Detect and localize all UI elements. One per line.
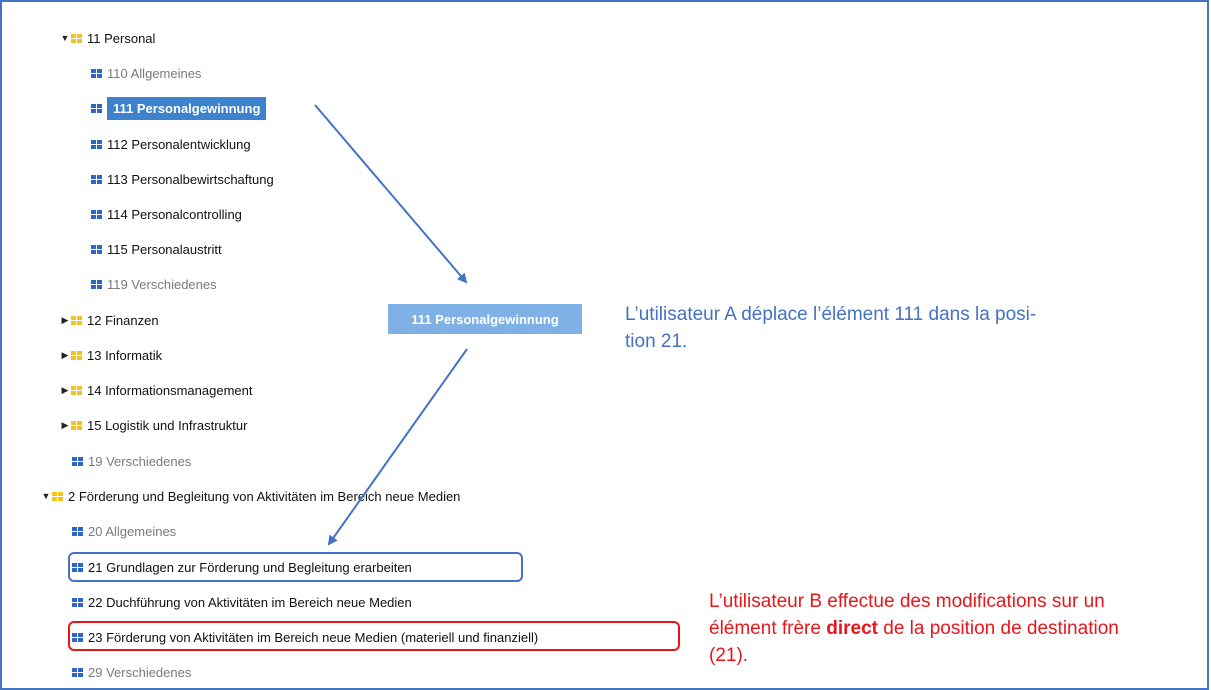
tree-node-11-personal[interactable]: ▼ 11 Personal xyxy=(60,27,156,49)
item-icon xyxy=(72,632,83,642)
tree-node-14-informationsmanagement[interactable]: ▶ 14 Informationsmanagement xyxy=(60,379,253,401)
tree-node-label: 2 Förderung und Begleitung von Aktivität… xyxy=(68,488,461,504)
item-icon xyxy=(91,209,102,219)
collapsed-caret-icon[interactable]: ▶ xyxy=(61,384,69,395)
tree-node-111-selected[interactable]: 111 Personalgewinnung xyxy=(91,96,267,120)
tree-node-110[interactable]: 110 Allgemeines xyxy=(91,62,201,84)
annotation-user-b-line1: L’utilisateur B effectue des modificatio… xyxy=(709,591,1105,612)
tree-node-label: 111 Personalgewinnung xyxy=(107,96,267,120)
annotation-user-b-bold: direct xyxy=(826,618,878,639)
tree-node-115[interactable]: 115 Personalaustritt xyxy=(91,238,222,260)
item-icon xyxy=(72,597,83,607)
tree-node-label: 11 Personal xyxy=(87,30,156,46)
tree-node-label: 20 Allgemeines xyxy=(88,523,177,539)
annotation-user-b-line2-pre: élément frère xyxy=(709,618,827,639)
tree-node-label: 21 Grundlagen zur Förderung und Begleitu… xyxy=(88,559,412,575)
tree-node-label: 14 Informationsmanagement xyxy=(87,382,253,398)
tree-node-label: 114 Personalcontrolling xyxy=(107,206,242,222)
tree-node-label: 112 Personalentwicklung xyxy=(107,136,251,152)
tree-node-label: 12 Finanzen xyxy=(87,312,159,328)
item-icon xyxy=(91,244,102,254)
tree-node-label: 119 Verschiedenes xyxy=(107,276,217,292)
tree-node-12-finanzen[interactable]: ▶ 12 Finanzen xyxy=(60,309,159,331)
annotation-user-b-line3: (21). xyxy=(709,645,749,666)
item-icon xyxy=(72,456,83,466)
tree-node-label: 113 Personalbewirtschaftung xyxy=(107,171,274,187)
folder-icon xyxy=(71,385,82,395)
tree-node-label: 22 Duchführung von Aktivitäten im Bereic… xyxy=(88,594,412,610)
expanded-caret-icon[interactable]: ▼ xyxy=(41,491,51,501)
annotation-user-a: L’utilisateur A déplace l’élément 111 da… xyxy=(625,301,1036,355)
annotation-user-a-line1: L’utilisateur A déplace l’élément 111 da… xyxy=(625,304,1037,325)
tree-node-label: 115 Personalaustritt xyxy=(107,241,222,257)
item-icon xyxy=(91,279,102,289)
tree-node-20[interactable]: 20 Allgemeines xyxy=(72,520,176,542)
expanded-caret-icon[interactable]: ▼ xyxy=(60,33,70,43)
tree-node-label: 29 Verschiedenes xyxy=(88,664,192,680)
tree-node-29[interactable]: 29 Verschiedenes xyxy=(72,661,191,683)
annotation-user-a-line2: tion 21. xyxy=(625,331,688,352)
collapsed-caret-icon[interactable]: ▶ xyxy=(61,314,69,325)
tree-node-label: 13 Informatik xyxy=(87,347,163,363)
item-icon xyxy=(91,68,102,78)
tree-node-label: 23 Förderung von Aktivitäten im Bereich … xyxy=(88,629,539,645)
tree-node-23[interactable]: 23 Förderung von Aktivitäten im Bereich … xyxy=(72,626,538,648)
item-icon xyxy=(91,174,102,184)
tree-node-label: 110 Allgemeines xyxy=(107,65,202,81)
tree-node-112[interactable]: 112 Personalentwicklung xyxy=(91,133,251,155)
tree-node-15-logistik[interactable]: ▶ 15 Logistik und Infrastruktur xyxy=(60,414,248,436)
tree-node-21[interactable]: 21 Grundlagen zur Förderung und Begleitu… xyxy=(72,556,412,578)
item-icon xyxy=(91,103,102,113)
annotation-user-b: L’utilisateur B effectue des modificatio… xyxy=(709,588,1119,669)
sibling-highlight-box xyxy=(68,621,680,651)
item-icon xyxy=(91,139,102,149)
folder-icon xyxy=(71,350,82,360)
annotation-user-b-line2-post: de la position de destination xyxy=(877,618,1119,639)
tree-node-113[interactable]: 113 Personalbewirtschaftung xyxy=(91,168,274,190)
tree-node-114[interactable]: 114 Personalcontrolling xyxy=(91,203,242,225)
tree-node-label: 19 Verschiedenes xyxy=(88,453,192,469)
collapsed-caret-icon[interactable]: ▶ xyxy=(61,349,69,360)
drag-ghost[interactable]: 111 Personalgewinnung xyxy=(388,304,582,334)
item-icon xyxy=(72,526,83,536)
tree-node-13-informatik[interactable]: ▶ 13 Informatik xyxy=(60,344,163,366)
item-icon xyxy=(72,667,83,677)
item-icon xyxy=(72,562,83,572)
folder-icon xyxy=(71,315,82,325)
folder-icon xyxy=(71,33,82,43)
destination-highlight-box xyxy=(68,552,523,582)
move-arrow-to-ghost xyxy=(314,104,468,284)
tree-node-119[interactable]: 119 Verschiedenes xyxy=(91,273,217,295)
tree-node-19[interactable]: 19 Verschiedenes xyxy=(72,450,191,472)
annotation-user-b-line2: élément frère direct de la position de d… xyxy=(709,615,1119,642)
tree-node-22[interactable]: 22 Duchführung von Aktivitäten im Bereic… xyxy=(72,591,412,613)
move-arrow-to-destination xyxy=(327,348,468,546)
tree-node-2-foerderung[interactable]: ▼ 2 Förderung und Begleitung von Aktivit… xyxy=(41,485,461,507)
folder-icon xyxy=(71,420,82,430)
tree-node-label: 15 Logistik und Infrastruktur xyxy=(87,417,248,433)
collapsed-caret-icon[interactable]: ▶ xyxy=(61,419,69,430)
folder-icon xyxy=(52,491,63,501)
